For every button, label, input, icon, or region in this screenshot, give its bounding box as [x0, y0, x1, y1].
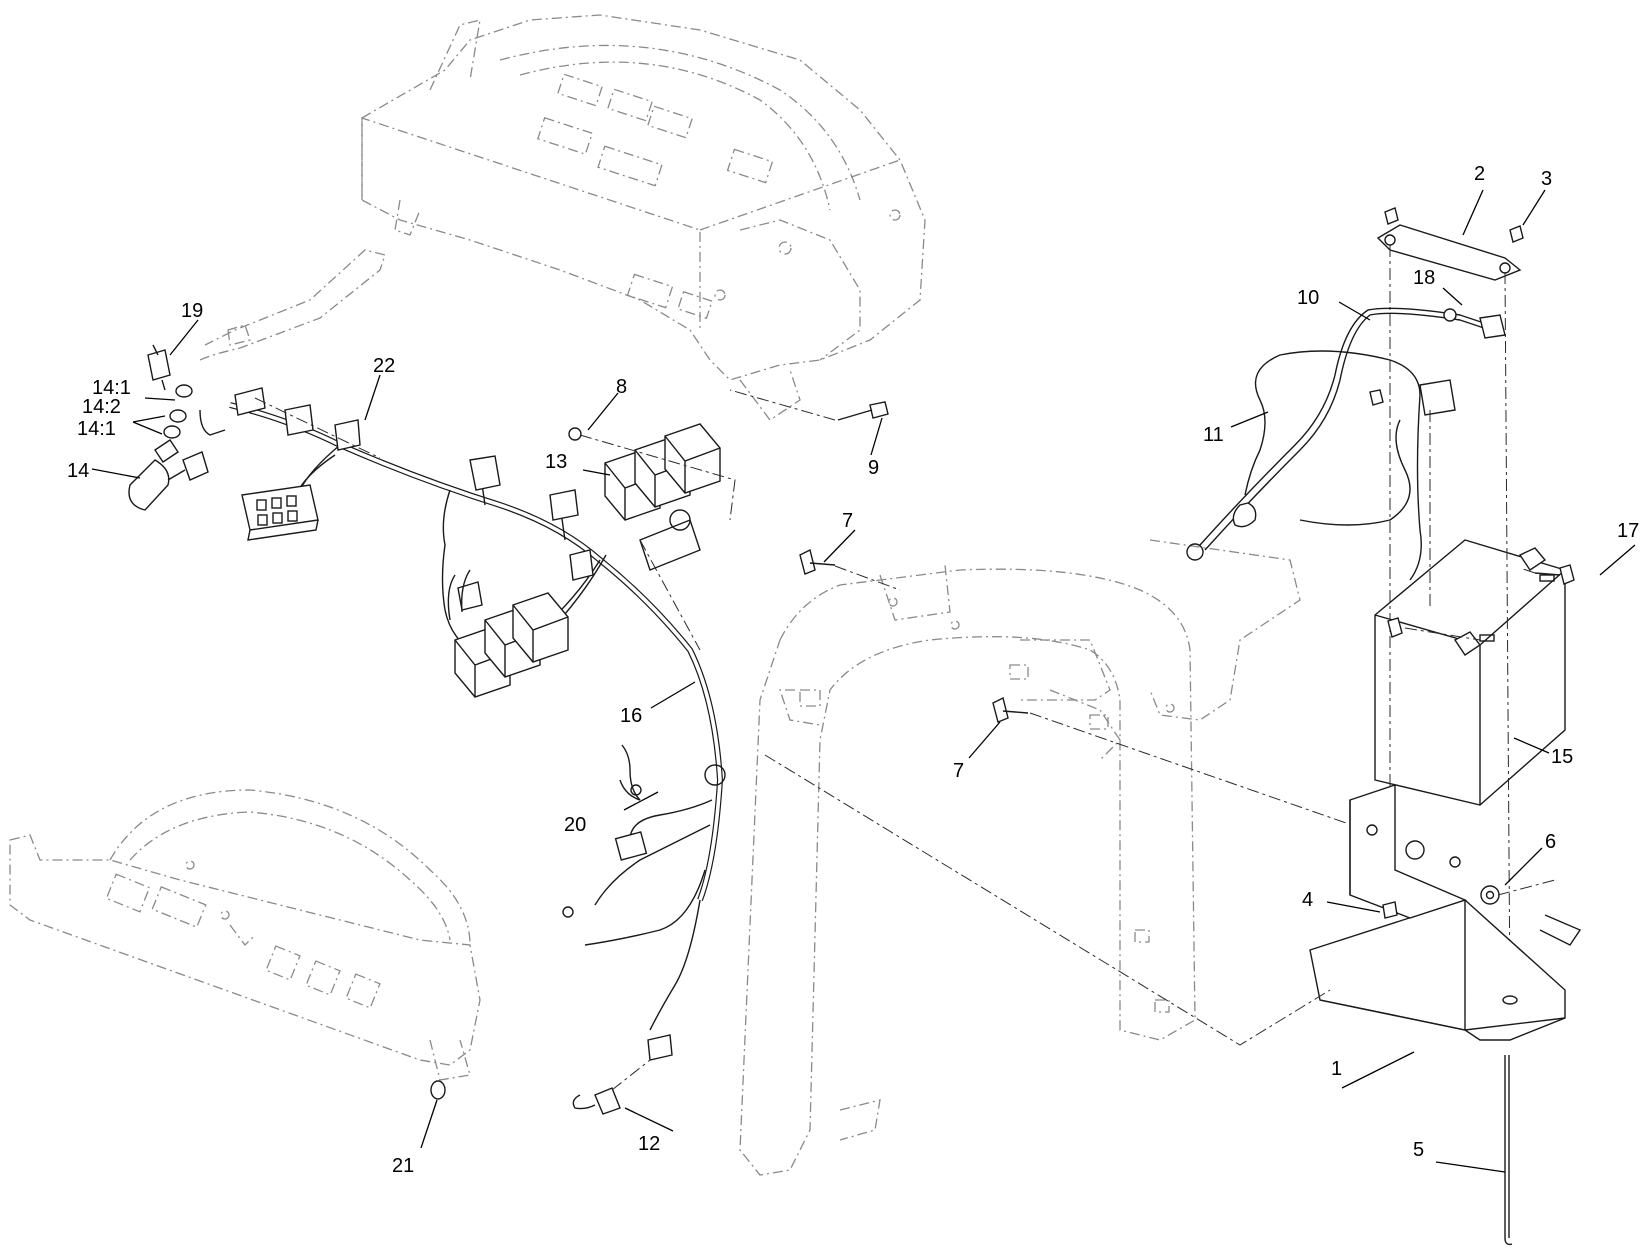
callout-8: 8 — [616, 376, 627, 398]
harness-connectors — [234, 387, 726, 1061]
callout-22: 22 — [373, 355, 395, 377]
part-21-grommet — [430, 1080, 446, 1100]
callout-19: 19 — [181, 300, 203, 322]
callout-15: 15 — [1551, 746, 1573, 768]
upper-console-ghost — [361, 14, 926, 421]
callout-14-1-lower: 14:1 — [77, 418, 116, 440]
callout-16: 16 — [620, 705, 642, 727]
callout-labels: 1 2 3 4 5 6 7 7 8 9 10 11 12 13 14 14:1 … — [67, 163, 1639, 1177]
part-15-battery — [1374, 539, 1566, 806]
callout-7-upper: 7 — [842, 510, 853, 532]
part-5-rod — [1504, 1055, 1513, 1246]
callout-7-lower: 7 — [953, 760, 964, 782]
part-17-bolt — [1387, 564, 1575, 641]
callout-4: 4 — [1302, 889, 1313, 911]
callout-5: 5 — [1413, 1139, 1424, 1161]
lower-console-ghost — [9, 789, 481, 1081]
callout-13: 13 — [545, 451, 567, 473]
callout-1: 1 — [1331, 1058, 1342, 1080]
part-1-tray — [1309, 784, 1582, 1041]
callout-17: 17 — [1617, 520, 1639, 542]
harness-relays — [454, 592, 569, 698]
part-7-bolts — [799, 548, 1396, 841]
cross-tube-ghost — [199, 249, 386, 361]
callout-6: 6 — [1545, 831, 1556, 853]
part-9-bolt — [729, 389, 889, 421]
callout-14-2: 14:2 — [82, 396, 121, 418]
part-14-sensor — [128, 384, 209, 511]
part-12-connector — [562, 784, 651, 1115]
callout-11: 11 — [1203, 424, 1224, 446]
callout-10: 10 — [1297, 287, 1319, 309]
callout-9: 9 — [868, 457, 879, 479]
callout-3: 3 — [1541, 168, 1552, 190]
callout-20: 20 — [564, 814, 586, 836]
leader-lines — [91, 189, 1636, 1173]
callout-2: 2 — [1474, 163, 1485, 185]
callout-21: 21 — [392, 1155, 414, 1177]
part-13-relays — [568, 423, 736, 521]
callout-18: 18 — [1413, 267, 1435, 289]
callout-14: 14 — [67, 460, 89, 482]
reference-lines — [254, 397, 1331, 1046]
callout-14-1-upper: 14:1 — [92, 377, 131, 399]
frame-ghost — [739, 539, 1301, 1176]
part-2-holddown — [1376, 207, 1524, 1001]
parts-4-6-hardware — [1382, 840, 1556, 919]
callout-12: 12 — [638, 1133, 660, 1155]
part-19-switch — [147, 344, 171, 391]
battery-cables — [1186, 307, 1506, 610]
